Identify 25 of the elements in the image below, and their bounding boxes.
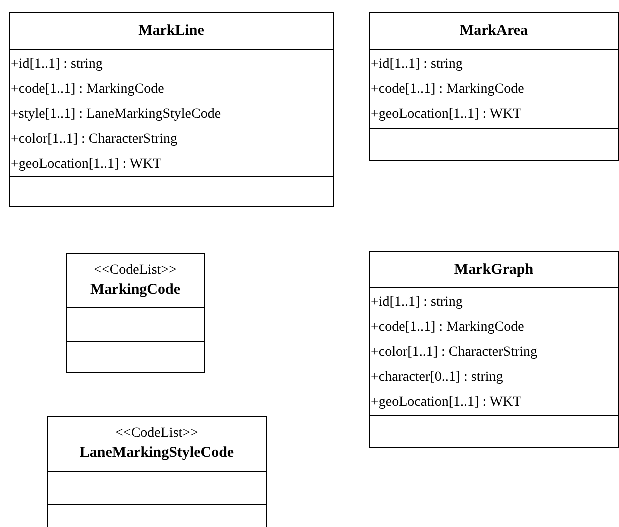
attribute-text: +color[1..1] : CharacterString xyxy=(371,344,539,362)
attribute-text: +geoLocation[1..1] : WKT xyxy=(371,394,523,412)
attribute-text: +geoLocation[1..1] : WKT xyxy=(371,106,523,124)
class-name: MarkingCode xyxy=(90,280,180,300)
class-name: MarkArea xyxy=(460,22,528,41)
class-box xyxy=(369,12,619,161)
attribute-text: +geoLocation[1..1] : WKT xyxy=(11,156,163,174)
attribute-text: +character[0..1] : string xyxy=(371,369,504,387)
class-box xyxy=(9,12,334,207)
class-name: MarkGraph xyxy=(454,260,534,280)
class-name: LaneMarkingStyleCode xyxy=(80,444,234,463)
stereotype-label: <<CodeList>> xyxy=(94,262,177,280)
class-box xyxy=(369,251,619,448)
attribute-text: +id[1..1] : string xyxy=(11,56,104,74)
class-name: MarkLine xyxy=(138,22,204,41)
stereotype-label: <<CodeList>> xyxy=(116,425,198,443)
attribute-text: +id[1..1] : string xyxy=(371,56,464,74)
class-box xyxy=(66,253,205,373)
class-box xyxy=(47,416,267,527)
attribute-text: +code[1..1] : MarkingCode xyxy=(371,81,526,99)
attribute-text: +code[1..1] : MarkingCode xyxy=(371,319,526,337)
attribute-text: +color[1..1] : CharacterString xyxy=(11,131,179,149)
attribute-text: +style[1..1] : LaneMarkingStyleCode xyxy=(11,106,222,124)
attribute-text: +code[1..1] : MarkingCode xyxy=(11,81,166,99)
attribute-text: +id[1..1] : string xyxy=(371,294,464,312)
